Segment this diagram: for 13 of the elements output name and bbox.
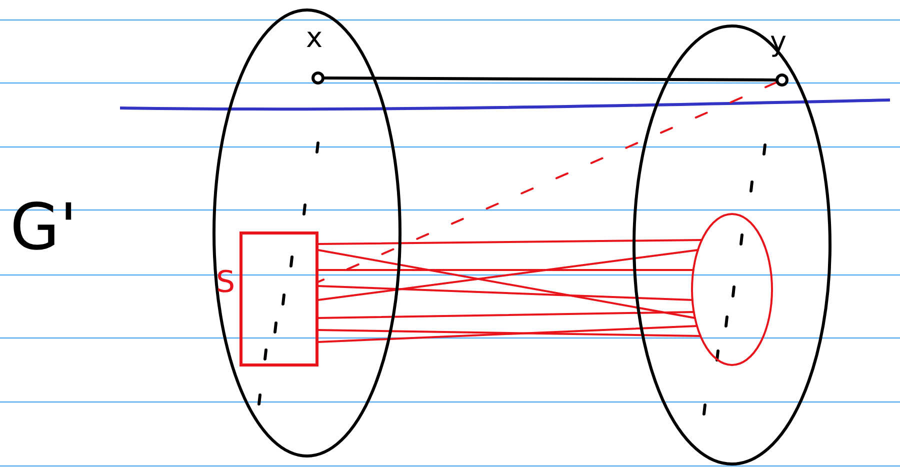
edge-line [317,285,694,301]
set-label: S [216,268,236,298]
edge-line [317,329,702,337]
dashed-edge [317,81,778,284]
edge-line [317,239,703,245]
edge-line [317,311,695,319]
edge-line [317,269,694,271]
edge-line [317,249,699,301]
graph-label: G' [10,196,78,260]
vertex-label: x [306,24,323,52]
edge-line [317,325,698,343]
edge-line [317,249,696,319]
edge-line [322,76,778,82]
